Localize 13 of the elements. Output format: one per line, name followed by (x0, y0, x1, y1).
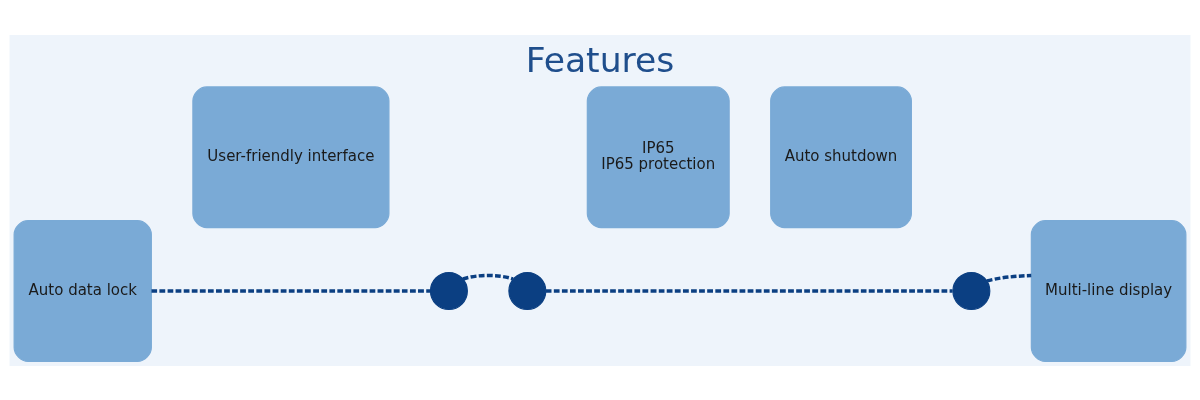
node-box: IP65 IP65 protection (586, 85, 730, 228)
node-circle (952, 271, 991, 310)
node-box: Multi-line display (1030, 219, 1187, 362)
node-circle (508, 271, 547, 310)
node-circle (429, 271, 468, 310)
connector (462, 273, 514, 281)
diagram-title: Features (525, 39, 675, 80)
node-box: Auto shutdown (770, 85, 912, 228)
connector (151, 288, 431, 293)
connector (986, 273, 1032, 283)
node-box: User-friendly interface (192, 85, 390, 228)
node-box: Auto data lock (13, 219, 152, 362)
connector (545, 288, 953, 293)
